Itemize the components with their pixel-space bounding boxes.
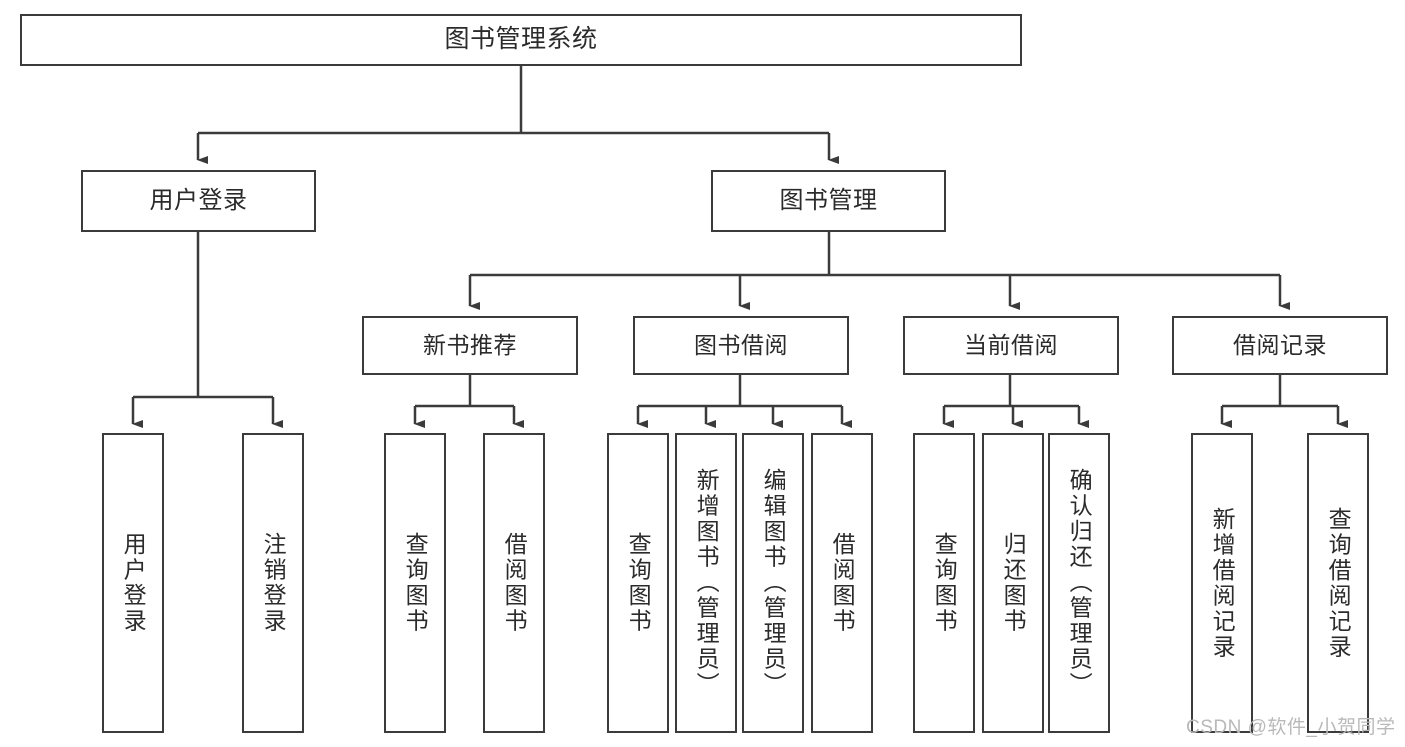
leaf-book-borrow-add[interactable]: 新增图书（管理员） — [675, 433, 737, 733]
leaf-user-login-login[interactable]: 用户登录 — [102, 433, 164, 733]
node-label: 新增借阅记录 — [1209, 506, 1236, 660]
node-label: 借阅图书 — [501, 532, 528, 634]
node-label: 借阅图书 — [829, 532, 856, 634]
watermark: CSDN @软件_小贺同学 — [1186, 717, 1396, 738]
leaf-user-login-logout[interactable]: 注销登录 — [242, 433, 304, 733]
leaf-new-book-query[interactable]: 查询图书 — [384, 433, 446, 733]
node-label: 查询图书 — [402, 532, 429, 634]
node-label: 图书管理 — [779, 186, 878, 214]
node-label: 归还图书 — [1000, 532, 1027, 634]
node-label: 查询图书 — [931, 532, 958, 634]
node-label: 用户登录 — [120, 532, 147, 634]
leaf-book-borrow-query[interactable]: 查询图书 — [607, 433, 669, 733]
leaf-book-borrow-borrow[interactable]: 借阅图书 — [811, 433, 873, 733]
node-current-borrow[interactable]: 当前借阅 — [903, 316, 1119, 375]
node-root-system[interactable]: 图书管理系统 — [20, 14, 1022, 66]
node-label: 新增图书（管理员） — [693, 468, 720, 698]
node-user-login[interactable]: 用户登录 — [81, 170, 316, 232]
node-label: 查询图书 — [625, 532, 652, 634]
node-label: 注销登录 — [260, 532, 287, 634]
node-label: 借阅记录 — [1233, 331, 1327, 358]
leaf-current-borrow-confirm-return[interactable]: 确认归还（管理员） — [1048, 433, 1110, 733]
node-label: 用户登录 — [149, 186, 248, 214]
node-label: 查询借阅记录 — [1325, 506, 1352, 660]
leaf-current-borrow-return[interactable]: 归还图书 — [982, 433, 1044, 733]
leaf-new-book-borrow[interactable]: 借阅图书 — [483, 433, 545, 733]
leaf-current-borrow-query[interactable]: 查询图书 — [913, 433, 975, 733]
leaf-borrow-record-add[interactable]: 新增借阅记录 — [1191, 433, 1253, 733]
leaf-borrow-record-query[interactable]: 查询借阅记录 — [1307, 433, 1369, 733]
node-label: 图书管理系统 — [444, 25, 598, 54]
node-label: 当前借阅 — [964, 331, 1058, 358]
node-label: 确认归还（管理员） — [1066, 468, 1093, 698]
node-label: 编辑图书（管理员） — [760, 468, 787, 698]
node-label: 图书借阅 — [694, 331, 788, 358]
node-new-book-recommend[interactable]: 新书推荐 — [362, 316, 578, 375]
leaf-book-borrow-edit[interactable]: 编辑图书（管理员） — [742, 433, 804, 733]
node-book-borrow[interactable]: 图书借阅 — [633, 316, 849, 375]
node-borrow-record[interactable]: 借阅记录 — [1172, 316, 1388, 375]
node-label: 新书推荐 — [423, 331, 517, 358]
node-book-management[interactable]: 图书管理 — [711, 170, 946, 232]
